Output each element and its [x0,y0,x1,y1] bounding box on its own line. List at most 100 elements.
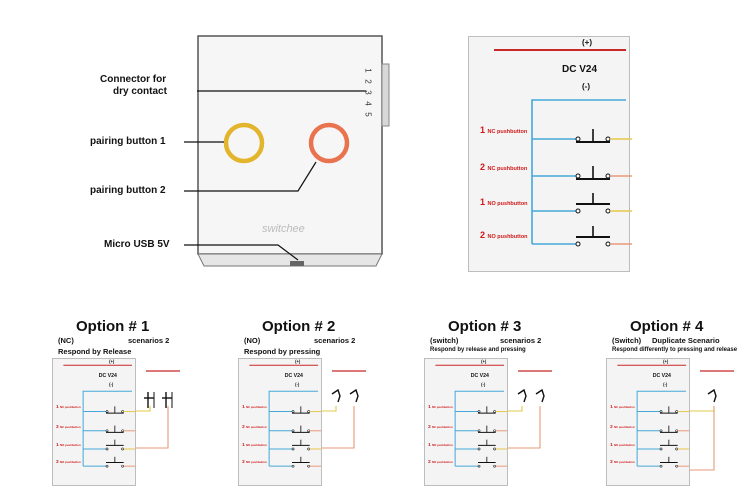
minus-label: (-) [663,381,668,387]
pushbutton-label: 1 NC pushbutton [480,125,527,135]
pushbutton-type: NC pushbutton [431,405,453,410]
option-respond: Respond differently to pressing and rele… [612,347,738,353]
no-pushbutton-symbol [477,456,496,468]
nc-pushbutton-symbol [291,406,310,414]
nc-pushbutton-symbol [477,406,496,414]
pushbutton-label: 2 NC pushbutton [242,424,267,429]
pushbutton-label: 1 NC pushbutton [428,404,453,409]
option-wiring-panel [238,358,322,486]
usb-port-shape [290,261,304,266]
minus-label: (-) [295,381,300,387]
no-pushbutton-symbol [291,456,310,468]
minus-rail [268,390,318,467]
option-title: Option # 4 [630,318,704,335]
option-scenarios: scenarios 2 [314,336,356,345]
pushbutton-label: 1 NO pushbutton [56,442,81,447]
switch-symbol [517,388,527,403]
pushbutton-label: 2 NO pushbutton [428,459,453,464]
minus-rail [531,99,626,244]
no-pushbutton-symbol [575,226,611,247]
dc-voltage-label: DC V24 [284,372,303,379]
pushbutton-number: 1 [242,441,246,447]
option-out-wire [136,406,169,449]
option-mode: (NO) [244,336,261,345]
pairing-button-2-label: pairing button 2 [90,185,166,196]
pushbutton-number: 2 [242,458,246,464]
minus-rail [454,390,504,467]
option-out-wire [690,406,715,412]
pushbutton-number: 1 [610,441,614,447]
pushbutton-type: NO pushbutton [613,459,635,464]
option-title: Option # 1 [76,318,150,335]
pushbutton-number: 1 [56,404,60,410]
pushbutton-type: NC pushbutton [487,129,528,135]
dc-voltage-label: DC V24 [98,372,117,379]
pushbutton-label: 2 NO pushbutton [480,230,528,240]
pushbutton-number: 2 [610,458,614,464]
option-scenarios: scenarios 2 [128,336,170,345]
pushbutton-number: 2 [610,423,614,429]
nc-pushbutton-symbol [659,406,678,414]
pushbutton-type: NC pushbutton [431,424,453,429]
pushbutton-number: 2 [56,423,60,429]
minus-rail [636,390,686,467]
no-pushbutton-symbol [291,439,310,451]
device-bottom [197,253,383,267]
pushbutton-number: 2 [242,423,246,429]
pushbutton-number: 1 [480,197,488,207]
option-out-wire [508,406,541,449]
minus-label: (-) [582,82,590,91]
pushbutton-label: 1 NO pushbutton [480,197,528,207]
option-scenarios: scenarios 2 [500,336,542,345]
switch-symbol [707,388,717,403]
dc-voltage-label: DC V24 [652,372,671,379]
option-title: Option # 3 [448,318,522,335]
plus-label: (+) [582,38,592,47]
pushbutton-number: 2 [428,458,432,464]
pushbutton-number: 2 [480,162,488,172]
option-respond: Respond by pressing [244,347,321,356]
pushbutton-type: NO pushbutton [431,442,453,447]
pushbutton-number: 1 [242,404,246,410]
switch-symbol [535,388,545,403]
option-mode: (Switch) [612,336,642,345]
pushbutton-type: NO pushbutton [245,442,267,447]
option-out-wire [508,406,523,412]
pushbutton-label: 2 NC pushbutton [610,424,635,429]
pairing2-leader [184,161,317,192]
pushbutton-label: 2 NO pushbutton [56,459,81,464]
option-respond: Respond by release and pressing [430,347,526,353]
pushbutton-type: NC pushbutton [245,424,267,429]
plus-label: (+) [663,359,669,365]
wiring-panel-main [468,36,630,272]
connector-label-line2: dry contact [113,86,167,97]
option-out-wire [322,406,337,412]
pushbutton-label: 1 NC pushbutton [242,404,267,409]
connector-block [381,63,390,127]
option-wiring-panel [424,358,508,486]
pushbutton-number: 1 [56,441,60,447]
option-wiring-panel [52,358,136,486]
pairing-button-2-shape [308,122,350,164]
pushbutton-type: NO pushbutton [59,442,81,447]
option-respond: Respond by Release [58,347,132,356]
pushbutton-number: 1 [480,125,488,135]
minus-label: (-) [109,381,114,387]
pushbutton-label: 2 NC pushbutton [428,424,453,429]
brand-logo: switchee [262,223,305,235]
pushbutton-type: NO pushbutton [487,201,528,207]
pushbutton-type: NC pushbutton [613,405,635,410]
pushbutton-label: 1 NO pushbutton [242,442,267,447]
pairing-button-1-label: pairing button 1 [90,136,166,147]
option-out-wire [136,406,151,412]
device-body [197,35,383,255]
pushbutton-type: NO pushbutton [487,234,528,240]
pushbutton-number: 1 [610,404,614,410]
pushbutton-label: 2 NO pushbutton [242,459,267,464]
minus-rail [82,390,132,467]
